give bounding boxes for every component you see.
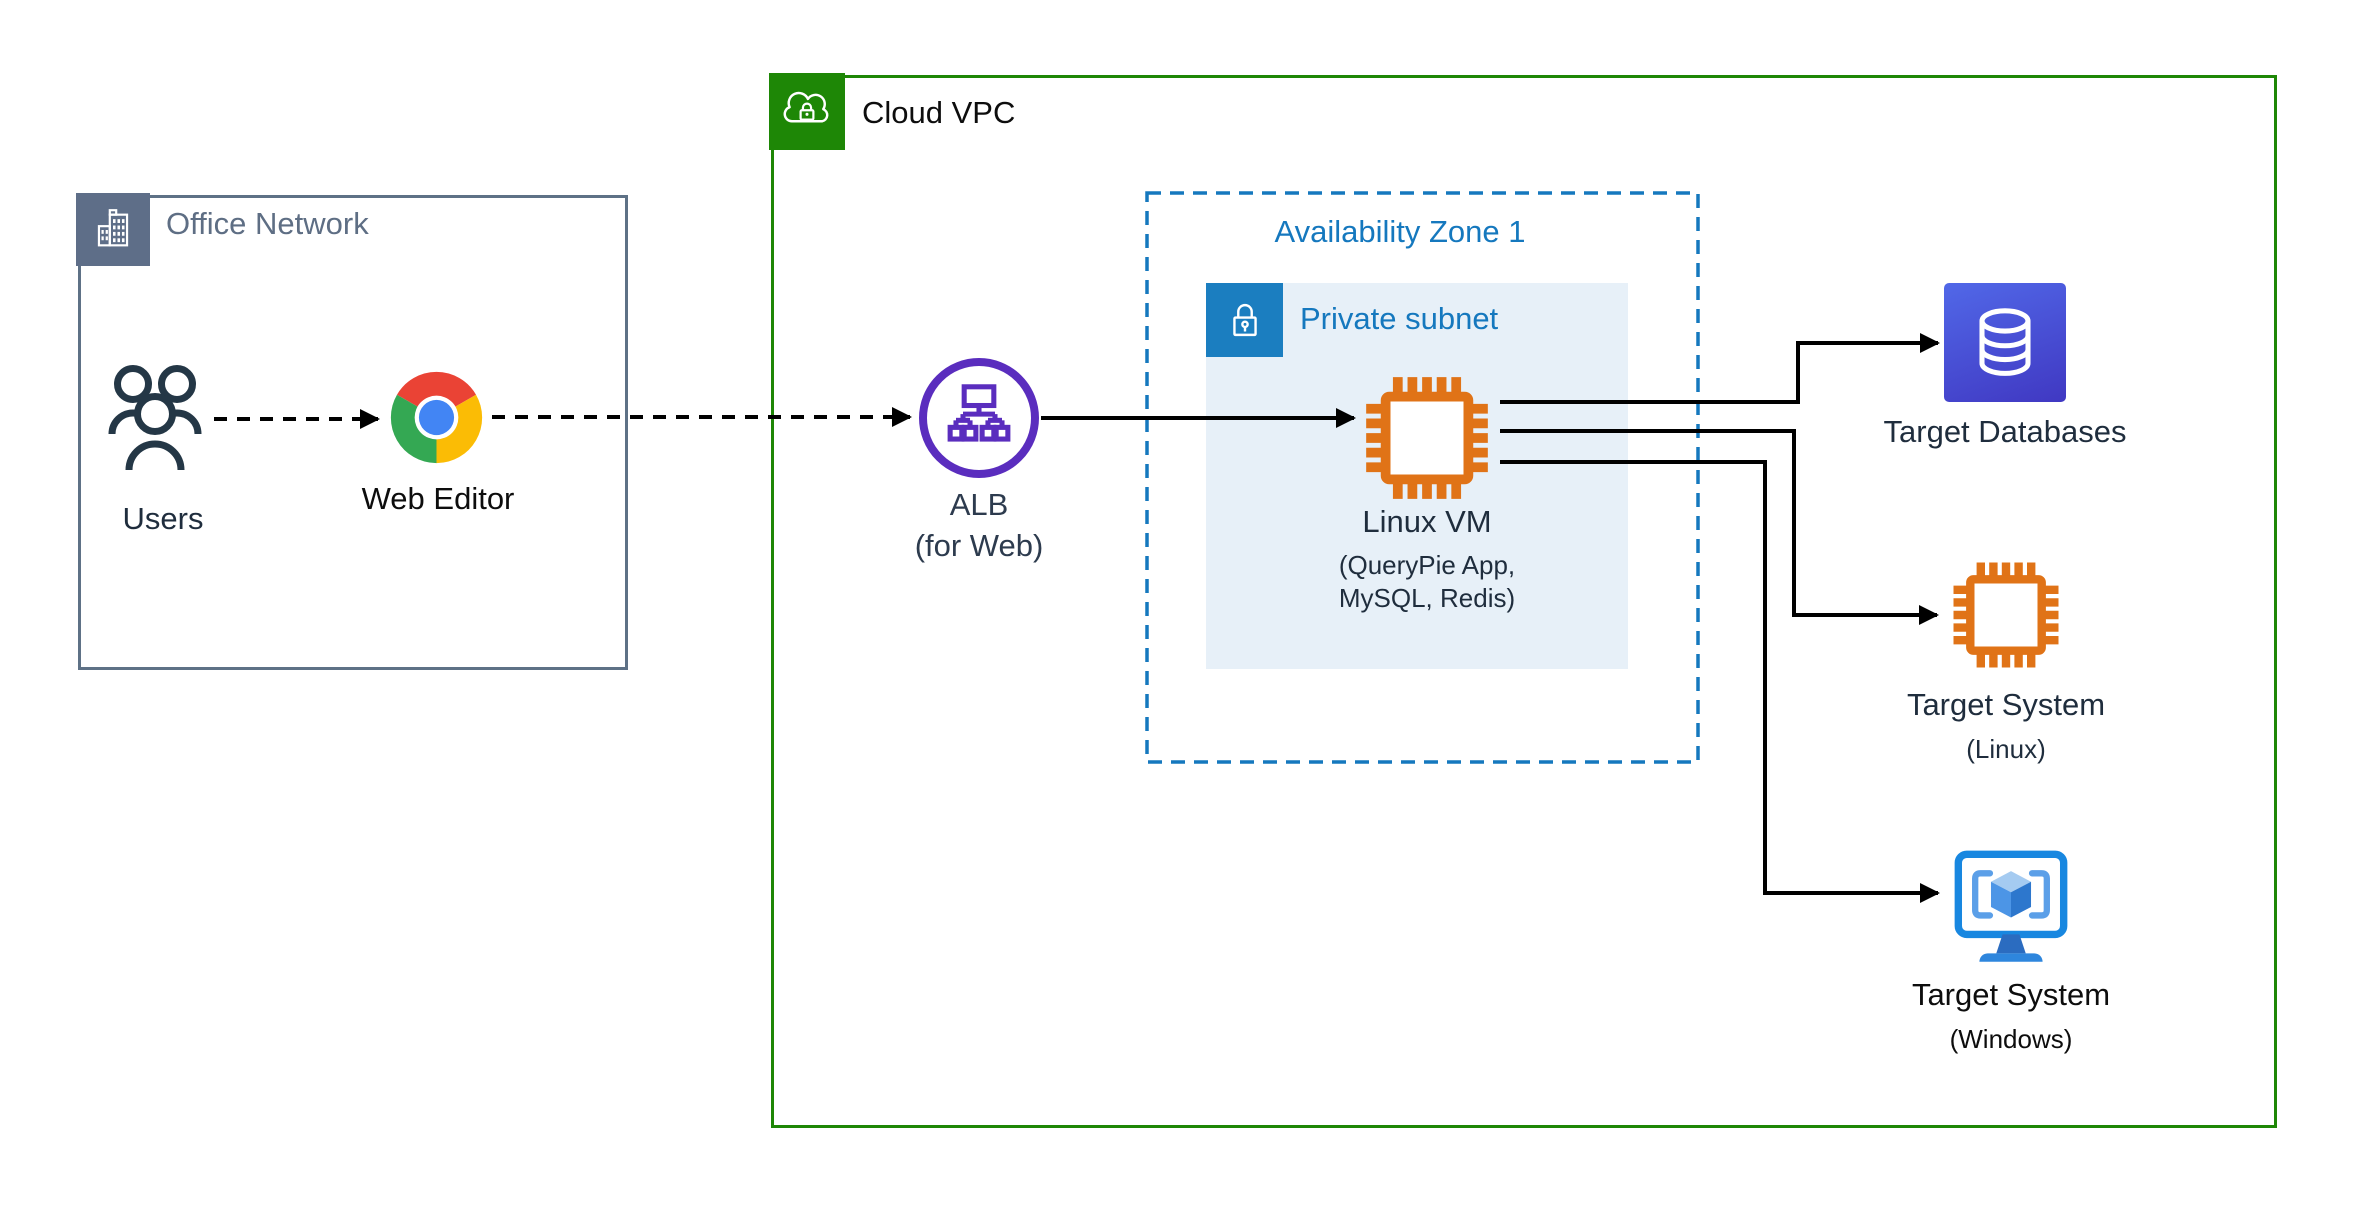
target-linux-chip-icon — [1943, 552, 2069, 678]
linux-vm-chip-icon — [1354, 365, 1500, 511]
target-system-linux-label: Target System — [1906, 687, 2106, 722]
database-icon — [1944, 283, 2066, 402]
linux-vm-label: Linux VM — [1362, 504, 1492, 539]
target-databases-label: Target Databases — [1883, 414, 2127, 449]
alb-sublabel: (for Web) — [914, 528, 1044, 563]
target-system-windows-sublabel: (Windows) — [1949, 1024, 2073, 1054]
cloud-lock-icon — [778, 83, 836, 141]
private-subnet-icon-badge — [1206, 283, 1283, 357]
target-system-linux-sublabel: (Linux) — [1966, 734, 2046, 764]
cloud-vpc-title: Cloud VPC — [862, 95, 1016, 130]
cloud-vpc-icon-badge — [769, 73, 845, 150]
linux-vm-sublabel-2: MySQL, Redis) — [1338, 583, 1516, 613]
windows-vm-monitor-icon — [1945, 848, 2077, 966]
chrome-browser-icon — [389, 370, 484, 465]
private-subnet-title: Private subnet — [1300, 301, 1499, 336]
web-editor-label: Web Editor — [361, 481, 515, 516]
users-label: Users — [122, 501, 204, 536]
office-network-box — [78, 195, 628, 670]
availability-zone-title: Availability Zone 1 — [1274, 214, 1526, 249]
target-system-windows-label: Target System — [1911, 977, 2111, 1012]
alb-label: ALB — [949, 487, 1009, 522]
office-network-title: Office Network — [166, 206, 369, 241]
users-icon — [100, 356, 210, 481]
lock-icon — [1221, 296, 1269, 344]
linux-vm-sublabel-1: (QueryPie App, — [1338, 550, 1516, 580]
office-network-icon-badge — [76, 193, 150, 266]
building-icon — [90, 206, 136, 254]
alb-icon — [919, 358, 1039, 478]
cloud-vpc-box — [771, 75, 2277, 1128]
